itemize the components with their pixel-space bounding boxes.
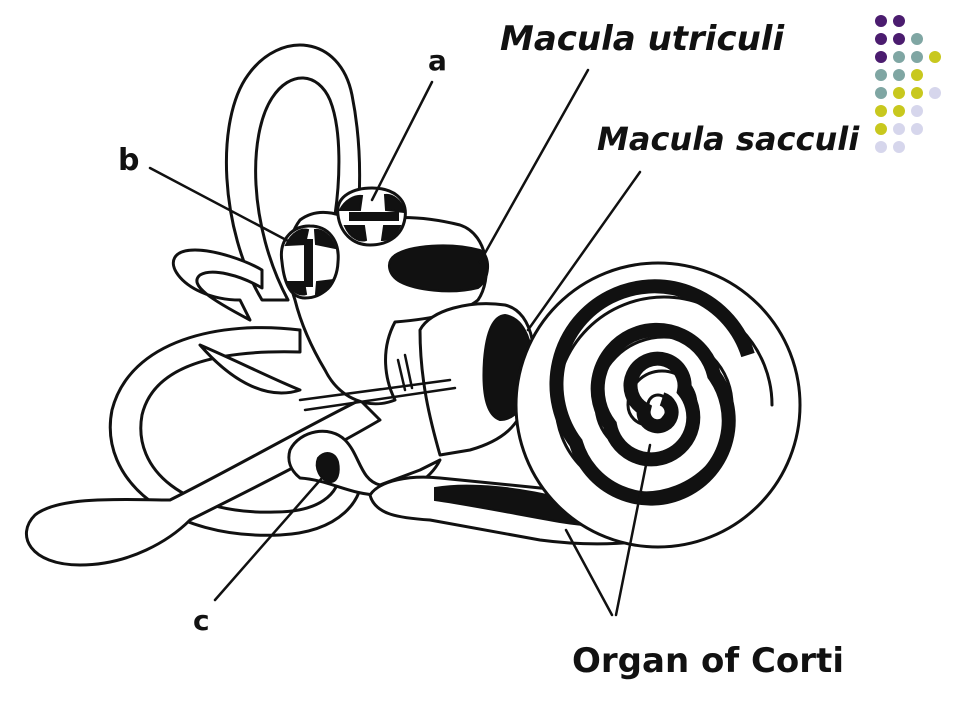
ampulla-a-bar	[349, 212, 399, 221]
leader-corti-1	[564, 528, 614, 617]
dot-lavender	[893, 123, 905, 135]
ampulla-a-crista	[338, 193, 406, 242]
dot-teal	[893, 69, 905, 81]
dot-olive	[893, 105, 905, 117]
cochlea-spiral-band	[549, 279, 755, 506]
dot-lavender	[893, 141, 905, 153]
dot-olive	[911, 87, 923, 99]
dot-olive	[893, 87, 905, 99]
dot-olive	[911, 69, 923, 81]
vestibular-nerve-line-2	[303, 386, 457, 412]
dot-teal	[893, 51, 905, 63]
dot-lavender	[911, 105, 923, 117]
label-organ-of-corti: Organ of Corti	[572, 641, 844, 681]
decorative-dot-grid	[875, 15, 941, 153]
lateral-canal-inner-wall	[198, 343, 302, 395]
leader-corti-2	[614, 443, 652, 617]
dot-purple	[875, 15, 887, 27]
dot-teal	[911, 33, 923, 45]
label-c: c	[193, 604, 210, 637]
leader-b	[148, 166, 292, 244]
leader-macula-sacculi	[526, 170, 642, 332]
vestibular-nerve-line	[298, 378, 452, 402]
dot-lavender	[875, 141, 887, 153]
dot-lavender	[911, 123, 923, 135]
dot-teal	[875, 69, 887, 81]
dot-olive	[929, 51, 941, 63]
leader-macula-utriculi	[478, 68, 590, 264]
posterior-semicircular-canal	[171, 248, 264, 322]
label-macula-utriculi: Macula utriculi	[500, 19, 785, 59]
ampulla-b-crista	[284, 228, 337, 296]
label-b: b	[118, 143, 139, 178]
dot-olive	[875, 105, 887, 117]
label-macula-sacculi: Macula sacculi	[597, 120, 860, 158]
dot-purple	[875, 51, 887, 63]
dot-purple	[893, 15, 905, 27]
endolymphatic-sac	[24, 398, 382, 567]
dot-purple	[893, 33, 905, 45]
dot-teal	[911, 51, 923, 63]
leader-a	[370, 80, 434, 202]
label-a: a	[428, 44, 447, 77]
cochlea	[514, 261, 802, 549]
small-duct	[396, 353, 414, 392]
cochlea-spiral-outline	[554, 295, 774, 495]
crista-c-mark	[315, 452, 340, 484]
macula-utriculi-mark	[388, 244, 489, 293]
dot-olive	[875, 123, 887, 135]
dot-lavender	[929, 87, 941, 99]
dot-teal	[875, 87, 887, 99]
leader-c	[213, 476, 324, 602]
ampulla-b-bar	[304, 239, 313, 287]
dot-purple	[875, 33, 887, 45]
